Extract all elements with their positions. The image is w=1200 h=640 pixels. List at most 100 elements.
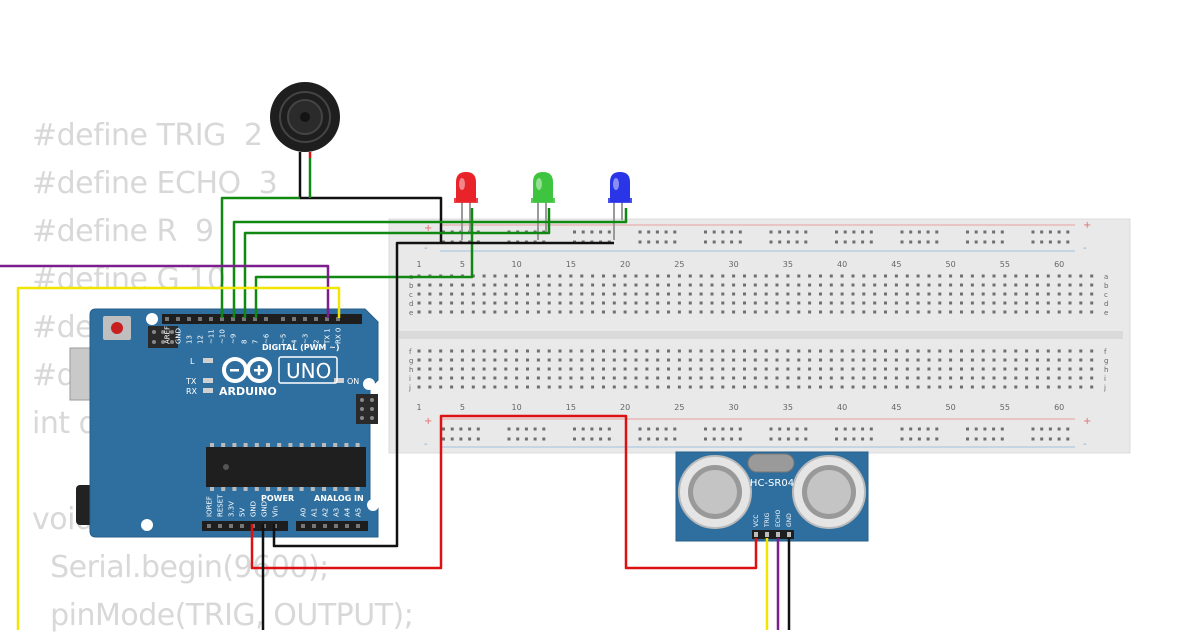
breadboard-hole — [840, 274, 844, 278]
rail-hole — [738, 240, 742, 244]
rail-hole — [581, 427, 585, 431]
digital-pin-label: ~10 — [219, 329, 227, 344]
mount-hole — [363, 378, 375, 390]
breadboard-hole — [786, 349, 790, 353]
breadboard-hole — [970, 385, 974, 389]
breadboard-hole — [580, 385, 584, 389]
breadboard-hole — [862, 376, 866, 380]
breadboard-hole — [927, 385, 931, 389]
rail-hole — [607, 427, 611, 431]
rail-hole — [507, 427, 511, 431]
breadboard-hole — [699, 292, 703, 296]
breadboard-hole — [721, 349, 725, 353]
breadboard-hole — [417, 283, 421, 287]
breadboard-hole — [829, 367, 833, 371]
breadboard-hole — [547, 274, 551, 278]
breadboard-hole — [1014, 292, 1018, 296]
breadboard-hole — [884, 301, 887, 305]
breadboard-hole — [645, 385, 649, 389]
breadboard-hole — [1035, 292, 1039, 296]
breadboard-hole — [1090, 367, 1094, 371]
breadboard-hole — [710, 358, 714, 362]
breadboard-hole — [1057, 358, 1061, 362]
rail-hole — [966, 240, 969, 244]
breadboard-hole — [884, 367, 887, 371]
breadboard-hole — [515, 376, 519, 380]
breadboard-hole — [829, 310, 833, 314]
breadboard-hole — [905, 301, 909, 305]
breadboard-hole — [623, 376, 627, 380]
rail-hole — [516, 437, 520, 441]
rail-hole — [861, 230, 865, 234]
breadboard-hole — [916, 367, 920, 371]
breadboard-hole — [558, 385, 562, 389]
breadboard-hole — [1090, 385, 1094, 389]
rail-hole — [730, 437, 734, 441]
breadboard-hole — [1014, 349, 1018, 353]
rail-hole — [573, 427, 576, 431]
row-letter: g — [409, 357, 413, 365]
breadboard-hole — [829, 283, 833, 287]
breadboard-hole — [558, 358, 562, 362]
rail-hole — [712, 230, 716, 234]
column-number: 55 — [1000, 403, 1010, 412]
breadboard-hole — [851, 358, 855, 362]
breadboard-hole — [612, 310, 616, 314]
breadboard-hole — [829, 385, 833, 389]
breadboard-hole — [1090, 274, 1094, 278]
breadboard-hole — [1068, 274, 1072, 278]
row-letter: e — [1104, 309, 1108, 317]
breadboard-hole — [428, 385, 432, 389]
rail-hole — [599, 230, 603, 234]
breadboard-hole — [688, 358, 692, 362]
rail-hole — [778, 427, 782, 431]
led-blue — [608, 172, 632, 240]
breadboard-hole — [602, 376, 605, 380]
breadboard-hole — [1003, 310, 1007, 314]
breadboard-hole — [743, 310, 746, 314]
breadboard-hole — [743, 349, 746, 353]
breadboard-hole — [439, 310, 443, 314]
breadboard-hole — [439, 385, 443, 389]
breadboard-hole — [1079, 283, 1083, 287]
breadboard-hole — [558, 367, 562, 371]
row-letter: g — [1104, 357, 1108, 365]
breadboard-hole — [797, 310, 801, 314]
breadboard-hole — [960, 385, 963, 389]
breadboard-hole — [743, 376, 746, 380]
breadboard-hole — [471, 274, 475, 278]
breadboard-hole — [829, 292, 833, 296]
breadboard-hole — [417, 349, 421, 353]
breadboard-hole — [710, 349, 714, 353]
breadboard-hole — [482, 310, 486, 314]
rail-hole — [1057, 240, 1061, 244]
breadboard-hole — [428, 283, 432, 287]
breadboard-hole — [450, 283, 454, 287]
rail-hole — [1040, 427, 1044, 431]
breadboard-hole — [699, 274, 703, 278]
digital-pin-label: ~11 — [208, 329, 216, 344]
breadboard-hole — [471, 301, 475, 305]
column-number: 20 — [620, 260, 630, 269]
breadboard-hole — [1003, 367, 1007, 371]
buzzer — [270, 82, 340, 152]
breadboard-hole — [1090, 349, 1094, 353]
rail-hole — [655, 437, 659, 441]
breadboard-hole — [1057, 310, 1061, 314]
rail-hole — [900, 437, 904, 441]
breadboard-hole — [775, 358, 779, 362]
breadboard-hole — [981, 283, 985, 287]
breadboard-hole — [981, 349, 985, 353]
breadboard-hole — [667, 283, 670, 287]
breadboard-hole — [981, 367, 985, 371]
led-on-label: ON — [347, 377, 359, 386]
breadboard-hole — [721, 283, 725, 287]
breadboard-hole — [645, 283, 649, 287]
breadboard-hole — [439, 376, 443, 380]
breadboard-hole — [927, 274, 931, 278]
column-number: 40 — [837, 403, 847, 412]
breadboard-hole — [1079, 367, 1083, 371]
breadboard-hole — [862, 283, 866, 287]
